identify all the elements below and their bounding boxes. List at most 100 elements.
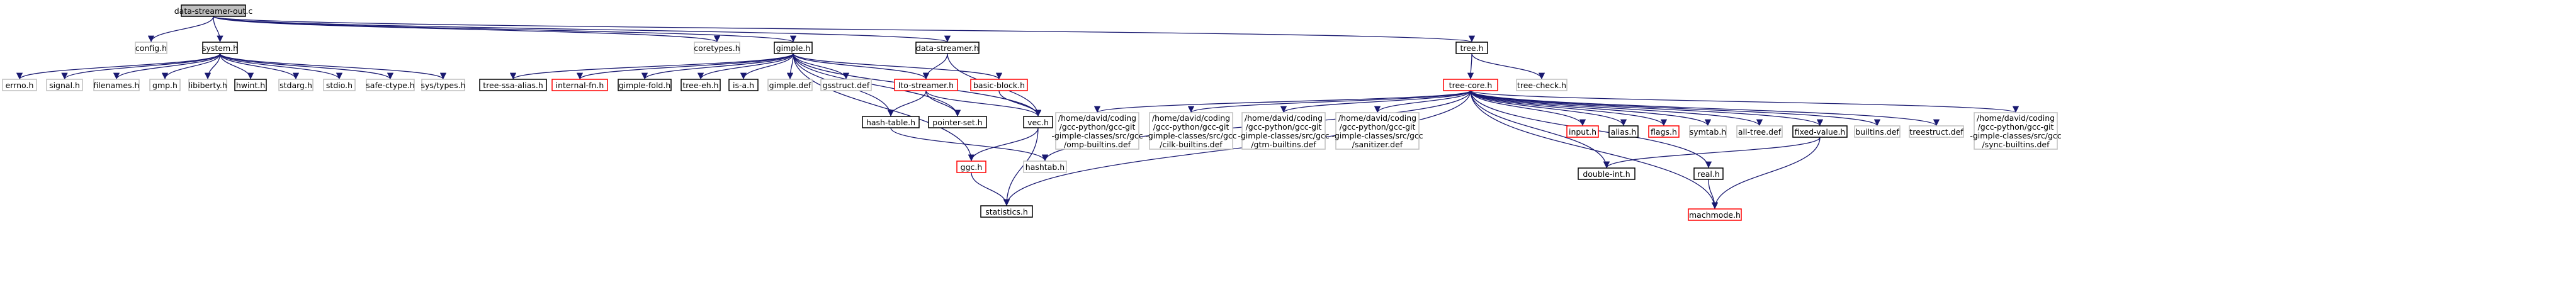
- node-box-treecore: [1443, 79, 1498, 91]
- node-label-gsstruct: gsstruct.def: [823, 81, 870, 90]
- node-treestruct[interactable]: treestruct.def: [1909, 125, 1964, 138]
- node-isa[interactable]: is-a.h: [728, 79, 759, 91]
- node-box-gtmbuiltins: [1241, 112, 1326, 150]
- node-treessaalias[interactable]: tree-ssa-alias.h: [479, 79, 547, 91]
- node-signal[interactable]: signal.h: [46, 79, 83, 91]
- node-hwint[interactable]: hwint.h: [234, 79, 267, 91]
- node-label-doubleint: double-int.h: [1583, 169, 1630, 179]
- node-root[interactable]: data-streamer-out.c: [174, 4, 253, 17]
- node-libiberty[interactable]: libiberty.h: [188, 79, 227, 91]
- edge-system-to-stdio: [219, 53, 343, 80]
- node-gimplefold[interactable]: gimple-fold.h: [618, 79, 672, 91]
- node-box-doubleint: [1578, 167, 1635, 180]
- node-builtinsdef[interactable]: builtins.def: [1854, 125, 1901, 138]
- node-basicblock[interactable]: basic-block.h: [970, 79, 1028, 91]
- edge-gimple-to-treessaalias: [510, 53, 794, 80]
- node-datastreamer[interactable]: data-streamer.h: [915, 42, 980, 54]
- edge-ltostreamer-to-pointerset: [925, 90, 961, 117]
- node-safectype[interactable]: safe-ctype.h: [366, 79, 415, 91]
- node-pointerset[interactable]: pointer-set.h: [928, 116, 987, 128]
- edge-treecore-to-alltreedef: [1470, 90, 1763, 127]
- node-box-treessaalias: [479, 79, 547, 91]
- node-alltreedef[interactable]: all-tree.def: [1736, 125, 1783, 138]
- node-input[interactable]: input.h: [1566, 125, 1599, 138]
- edge-treecore-to-builtinsdef: [1470, 90, 1880, 127]
- node-hashtab[interactable]: hashtab.h: [1023, 160, 1067, 173]
- node-box-systypes: [421, 79, 465, 91]
- node-box-gimple: [774, 42, 813, 54]
- node-box-real: [1693, 167, 1724, 180]
- node-box-hashtab: [1023, 160, 1067, 173]
- node-flags[interactable]: flags.h: [1648, 125, 1680, 138]
- node-box-gimplefold: [618, 79, 672, 91]
- node-box-builtinsdef: [1854, 125, 1901, 138]
- node-ggc[interactable]: ggc.h: [956, 160, 986, 173]
- edge-gimple-to-ltostreamer: [793, 53, 930, 80]
- edge-real-to-machmode: [1708, 179, 1719, 210]
- edge-root-to-gimple: [213, 16, 796, 43]
- node-alias[interactable]: alias.h: [1608, 125, 1639, 138]
- node-label-ggc: ggc.h: [961, 162, 983, 172]
- node-real[interactable]: real.h: [1693, 167, 1724, 180]
- node-label-signal: signal.h: [49, 81, 80, 90]
- edge-root-to-datastreamer: [213, 16, 951, 43]
- node-vec[interactable]: vec.h: [1023, 116, 1053, 128]
- node-statistics[interactable]: statistics.h: [980, 205, 1033, 218]
- node-ompbuiltins[interactable]: /home/david/coding/gcc-python/gcc-git-gi…: [1051, 112, 1143, 150]
- node-label-tree: tree.h: [1460, 43, 1483, 53]
- node-treecheck[interactable]: tree-check.h: [1516, 79, 1568, 91]
- node-syncbuiltins[interactable]: /home/david/coding/gcc-python/gcc-git-gi…: [1970, 112, 2062, 150]
- node-systypes[interactable]: sys/types.h: [421, 79, 466, 91]
- node-filenames[interactable]: filenames.h: [93, 79, 140, 91]
- node-treeeh[interactable]: tree-eh.h: [681, 79, 721, 91]
- node-box-fixedvalue: [1792, 125, 1848, 138]
- node-box-ltostreamer: [894, 79, 958, 91]
- node-config[interactable]: config.h: [135, 42, 167, 54]
- node-label-machmode: machmode.h: [1689, 210, 1741, 220]
- node-box-ggc: [956, 160, 986, 173]
- node-symtab[interactable]: symtab.h: [1689, 125, 1727, 138]
- edge-treecore-to-flags: [1470, 90, 1668, 127]
- node-hashtable[interactable]: hash-table.h: [862, 116, 920, 128]
- node-label-real: real.h: [1697, 169, 1720, 179]
- edge-gimple-to-ggc: [793, 53, 975, 162]
- node-label-symtab: symtab.h: [1690, 127, 1726, 137]
- node-cilkbuiltins[interactable]: /home/david/coding/gcc-python/gcc-git-gi…: [1145, 112, 1237, 150]
- node-coretypes[interactable]: coretypes.h: [694, 42, 740, 54]
- node-box-signal: [46, 79, 83, 91]
- node-box-alias: [1608, 125, 1639, 138]
- edge-ltostreamer-to-hashtable: [887, 90, 927, 117]
- node-label-errno: errno.h: [6, 81, 34, 90]
- node-tree[interactable]: tree.h: [1455, 42, 1488, 54]
- node-stdio[interactable]: stdio.h: [323, 79, 356, 91]
- node-gimpledef[interactable]: gimple.def: [767, 79, 813, 91]
- node-gsstruct[interactable]: gsstruct.def: [820, 79, 872, 91]
- node-system[interactable]: system.h: [202, 42, 238, 54]
- node-machmode[interactable]: machmode.h: [1688, 208, 1742, 221]
- edge-gimple-to-treeeh: [697, 53, 794, 80]
- node-label-filenames: filenames.h: [94, 81, 140, 90]
- node-label-system: system.h: [202, 43, 238, 53]
- node-label-internalfn: internal-fn.h: [556, 81, 604, 90]
- node-sanitizer[interactable]: /home/david/coding/gcc-python/gcc-git-gi…: [1331, 112, 1423, 150]
- node-internalfn[interactable]: internal-fn.h: [551, 79, 608, 91]
- node-fixedvalue[interactable]: fixed-value.h: [1792, 125, 1848, 138]
- node-gmp[interactable]: gmp.h: [149, 79, 181, 91]
- edge-treecore-to-sanitizer: [1374, 90, 1471, 113]
- node-gimple[interactable]: gimple.h: [774, 42, 813, 54]
- node-doubleint[interactable]: double-int.h: [1578, 167, 1635, 180]
- node-label-libiberty: libiberty.h: [188, 81, 227, 90]
- node-box-input: [1566, 125, 1599, 138]
- node-label-hwint: hwint.h: [236, 81, 265, 90]
- node-box-hashtable: [862, 116, 920, 128]
- edge-gimple-to-internalfn: [576, 53, 794, 80]
- node-errno[interactable]: errno.h: [2, 79, 37, 91]
- node-box-alltreedef: [1736, 125, 1783, 138]
- node-ltostreamer[interactable]: lto-streamer.h: [894, 79, 958, 91]
- node-treecore[interactable]: tree-core.h: [1443, 79, 1498, 91]
- nodes-layer: data-streamer-out.c config.h system.h coret…: [2, 4, 2062, 221]
- node-gtmbuiltins[interactable]: /home/david/coding/gcc-python/gcc-git-gi…: [1238, 112, 1330, 150]
- node-label-sanitizer: /home/david/coding/gcc-python/gcc-git-gi…: [1331, 113, 1423, 149]
- node-box-hwint: [234, 79, 267, 91]
- node-stdarg[interactable]: stdarg.h: [278, 79, 314, 91]
